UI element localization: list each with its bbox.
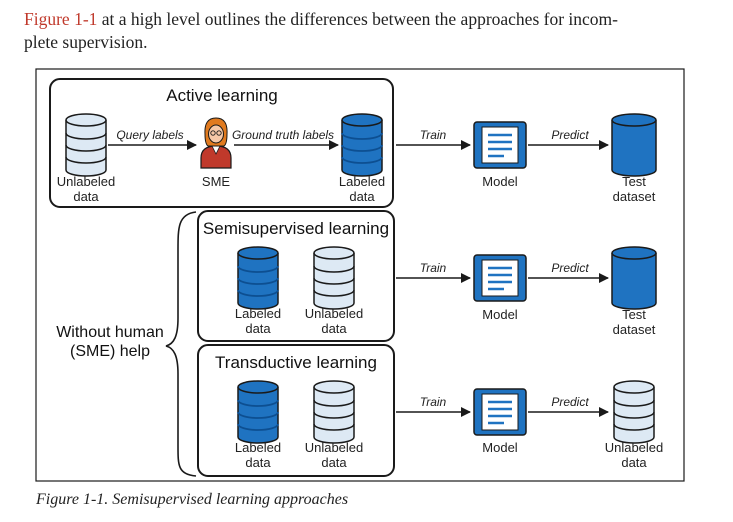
predict-label: Predict — [551, 128, 589, 142]
semisupervised-title: Semisupervised learning — [203, 219, 389, 238]
active-unlabeled-label-2: data — [73, 189, 99, 204]
model-label: Model — [482, 440, 518, 455]
database-icon — [313, 246, 355, 310]
active-learning-title: Active learning — [166, 86, 278, 105]
figure-reference-link[interactable]: Figure 1-1 — [24, 9, 98, 29]
train-label: Train — [420, 261, 447, 275]
database-icon — [237, 246, 279, 310]
train-label: Train — [420, 128, 447, 142]
target-label-2: dataset — [613, 322, 656, 337]
document-icon — [473, 254, 527, 302]
predict-label: Predict — [551, 261, 589, 275]
document-icon — [473, 121, 527, 169]
ground-truth-label: Ground truth labels — [232, 128, 334, 142]
database-icon — [341, 113, 383, 177]
database-icon — [611, 246, 657, 310]
trans-labeled-label-2: data — [245, 455, 271, 470]
database-icon — [313, 380, 355, 444]
trans-unlabeled-label-1: Unlabeled — [305, 440, 364, 455]
intro-line1: at a high level outlines the differences… — [97, 9, 618, 29]
active-unlabeled-label-1: Unlabeled — [57, 174, 116, 189]
transductive-title: Transductive learning — [215, 353, 377, 372]
train-label: Train — [420, 395, 447, 409]
database-icon — [65, 113, 107, 177]
target-label-2: dataset — [613, 189, 656, 204]
transductive-box — [197, 344, 395, 477]
brace-icon — [165, 211, 197, 477]
figure-caption: Figure 1-1. Semisupervised learning appr… — [36, 491, 349, 508]
database-icon — [611, 113, 657, 177]
intro-paragraph: Figure 1-1 at a high level outlines the … — [24, 8, 714, 54]
document-icon — [473, 388, 527, 436]
sme-label: SME — [202, 174, 231, 189]
model-label: Model — [482, 174, 518, 189]
semi-unlabeled-label-2: data — [321, 321, 347, 336]
active-labeled-label-2: data — [349, 189, 375, 204]
target-label-1: Unlabeled — [605, 440, 664, 455]
trans-unlabeled-label-2: data — [321, 455, 347, 470]
intro-line2: plete supervision. — [24, 32, 148, 52]
query-labels-label: Query labels — [116, 128, 183, 142]
target-label-1: Test — [622, 174, 646, 189]
database-icon — [613, 380, 655, 444]
predict-label: Predict — [551, 395, 589, 409]
semi-labeled-label-2: data — [245, 321, 271, 336]
model-label: Model — [482, 307, 518, 322]
active-labeled-label-1: Labeled — [339, 174, 385, 189]
target-label-1: Test — [622, 307, 646, 322]
person-icon — [200, 117, 232, 169]
semi-labeled-label-1: Labeled — [235, 306, 281, 321]
without-human-label-2: (SME) help — [70, 343, 150, 360]
database-icon — [237, 380, 279, 444]
trans-labeled-label-1: Labeled — [235, 440, 281, 455]
semi-unlabeled-label-1: Unlabeled — [305, 306, 364, 321]
without-human-label-1: Without human — [56, 324, 164, 341]
target-label-2: data — [621, 455, 647, 470]
